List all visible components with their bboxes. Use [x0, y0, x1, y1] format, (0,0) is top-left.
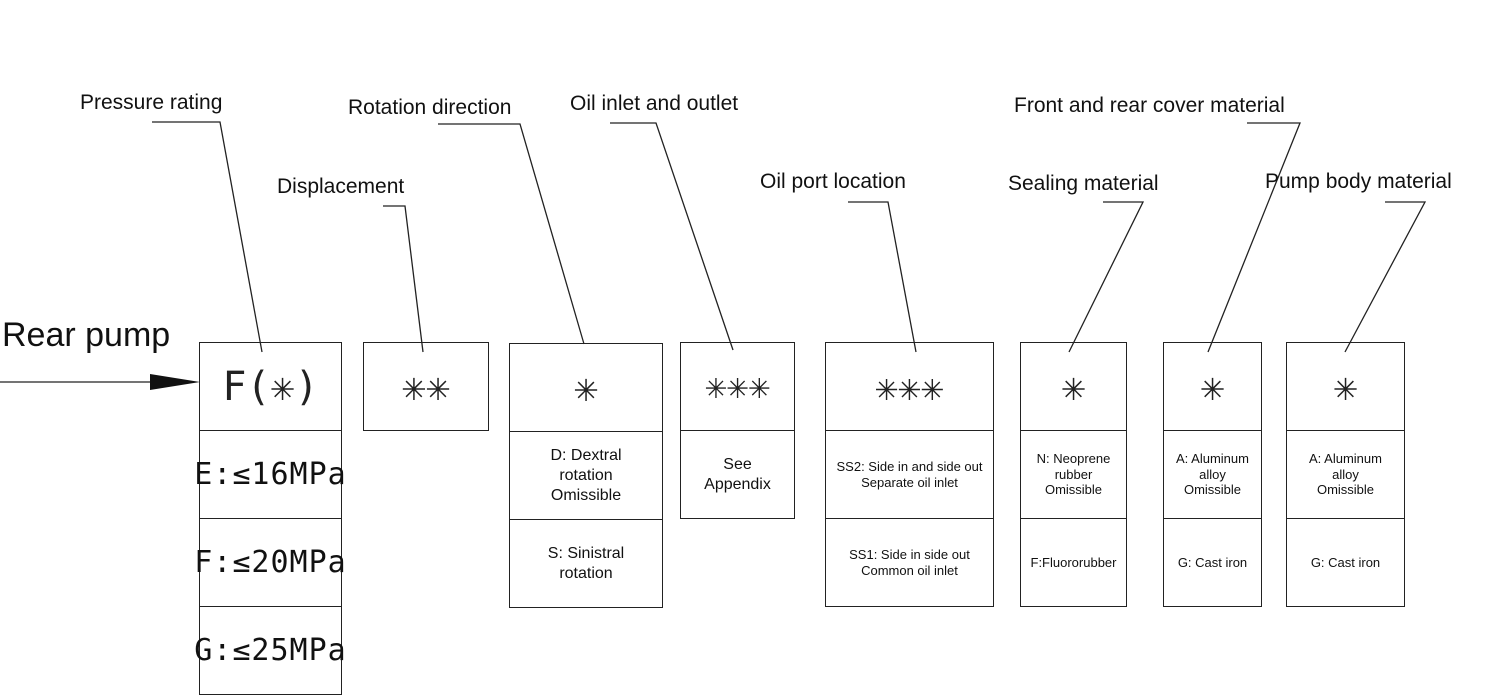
code-box-oil-inlet: ✳✳✳ — [680, 342, 795, 431]
callout-pressure-rating: Pressure rating — [80, 91, 223, 114]
callout-oil-inlet: Oil inlet and outlet — [570, 92, 739, 115]
option-pressure-f: F:≤20MPa — [194, 518, 346, 607]
code-box-displacement: ✳✳ — [363, 342, 489, 431]
option-pressure-e: E:≤16MPa — [194, 430, 346, 519]
code-box-cover: ✳ — [1163, 342, 1262, 431]
option-port-ss2: SS2: Side in and side out Separate oil i… — [825, 430, 994, 519]
option-sealing-f: F:Fluororubber — [1020, 518, 1127, 607]
option-body-g: G: Cast iron — [1286, 518, 1405, 607]
leader-pressure — [152, 121, 263, 353]
leader-oil-inlet — [610, 122, 734, 351]
option-oil-inlet-appendix: See Appendix — [680, 430, 795, 519]
leader-rotation — [438, 123, 585, 345]
leader-sealing — [1068, 201, 1145, 353]
option-port-ss1: SS1: Side in side out Common oil inlet — [825, 518, 994, 607]
option-cover-g: G: Cast iron — [1163, 518, 1262, 607]
option-rotation-d: D: Dextral rotation Omissible — [509, 431, 663, 520]
option-cover-a: A: Aluminum alloy Omissible — [1163, 430, 1262, 519]
arrow-head — [150, 374, 200, 390]
code-box-rotation: ✳ — [509, 343, 663, 432]
callout-displacement: Displacement — [277, 175, 405, 198]
callout-port-location: Oil port location — [760, 170, 906, 193]
callout-cover-material: Front and rear cover material — [1014, 94, 1285, 117]
code-box-pressure: F(✳) — [199, 342, 342, 431]
code-box-port-location: ✳✳✳ — [825, 342, 994, 431]
code-box-body: ✳ — [1286, 342, 1405, 431]
option-rotation-s: S: Sinistral rotation — [509, 519, 663, 608]
callout-rotation-direction: Rotation direction — [348, 96, 512, 119]
leader-body — [1344, 201, 1427, 353]
callout-sealing-material: Sealing material — [1008, 172, 1159, 195]
diagram-title: Rear pump — [2, 316, 171, 354]
callout-body-material: Pump body material — [1265, 170, 1452, 193]
code-box-sealing: ✳ — [1020, 342, 1127, 431]
option-body-a: A: Aluminum alloy Omissible — [1286, 430, 1405, 519]
leader-displacement — [383, 205, 424, 353]
option-sealing-n: N: Neoprene rubber Omissible — [1020, 430, 1127, 519]
leader-port-location — [848, 201, 917, 353]
leader-cover — [1207, 122, 1301, 353]
option-pressure-g: G:≤25MPa — [194, 606, 346, 695]
